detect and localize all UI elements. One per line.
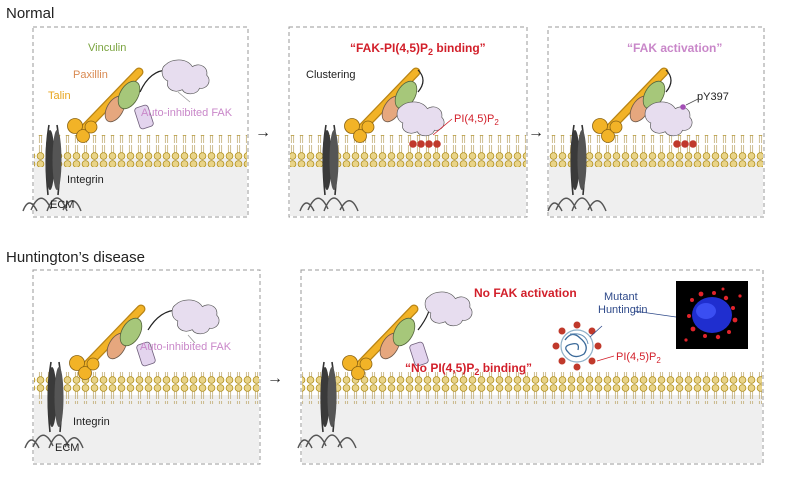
huntingtin-aggregate <box>552 321 602 371</box>
title-fak-activation: “FAK activation” <box>627 41 722 55</box>
arrow-right: → <box>255 124 271 141</box>
section-title-normal: Normal <box>6 5 54 22</box>
label-clustering: Clustering <box>306 69 356 81</box>
label-talin: Talin <box>48 90 71 102</box>
plasma-membrane <box>34 135 247 167</box>
arrow-right: → <box>528 124 544 141</box>
label-pip2: PI(4,5)P2 <box>454 113 499 127</box>
label-auto-inhibited-fak: Auto-inhibited FAK <box>141 107 233 119</box>
panel-normal-3: pY397 “FAK activation” <box>547 26 765 218</box>
phospho-site <box>680 104 686 110</box>
label-integrin: Integrin <box>73 416 110 428</box>
label-auto-inhibited-fak: Auto-inhibited FAK <box>140 341 232 353</box>
title-no-fak-activation: No FAK activation <box>474 286 577 300</box>
label-huntingtin: Huntingtin <box>598 304 648 316</box>
section-title-huntingtons: Huntington’s disease <box>6 249 145 266</box>
plasma-membrane <box>302 372 762 404</box>
panel-hd-2: Mutant Huntingtin PI(4,5)P2 No FAK activ… <box>297 269 764 465</box>
panel-normal-1: Vinculin Paxillin Talin Auto-inhibited F… <box>22 26 249 218</box>
label-ecm: ECM <box>50 199 74 211</box>
title-fak-pip2-binding: “FAK-PI(4,5)P2 binding” <box>350 41 486 57</box>
label-vinculin: Vinculin <box>88 42 126 54</box>
label-ecm: ECM <box>55 442 79 454</box>
title-no-pip2-binding: “No PI(4,5)P2 binding” <box>405 361 532 377</box>
label-integrin: Integrin <box>67 174 104 186</box>
panel-hd-1: Auto-inhibited FAK Integrin ECM <box>24 269 261 465</box>
pip2-ring <box>552 321 602 371</box>
label-mutant: Mutant <box>604 291 638 303</box>
plasma-membrane <box>34 372 259 404</box>
pip2-cluster <box>409 140 441 148</box>
arrow-right: → <box>267 370 283 387</box>
label-pip2: PI(4,5)P2 <box>616 351 661 365</box>
panel-normal-2: Clustering PI(4,5)P2 “FAK-PI(4,5)P2 bind… <box>288 26 528 218</box>
micrograph-inset <box>676 281 748 349</box>
pip2-cluster <box>673 140 697 148</box>
label-paxillin: Paxillin <box>73 69 108 81</box>
label-py397: pY397 <box>697 91 729 103</box>
